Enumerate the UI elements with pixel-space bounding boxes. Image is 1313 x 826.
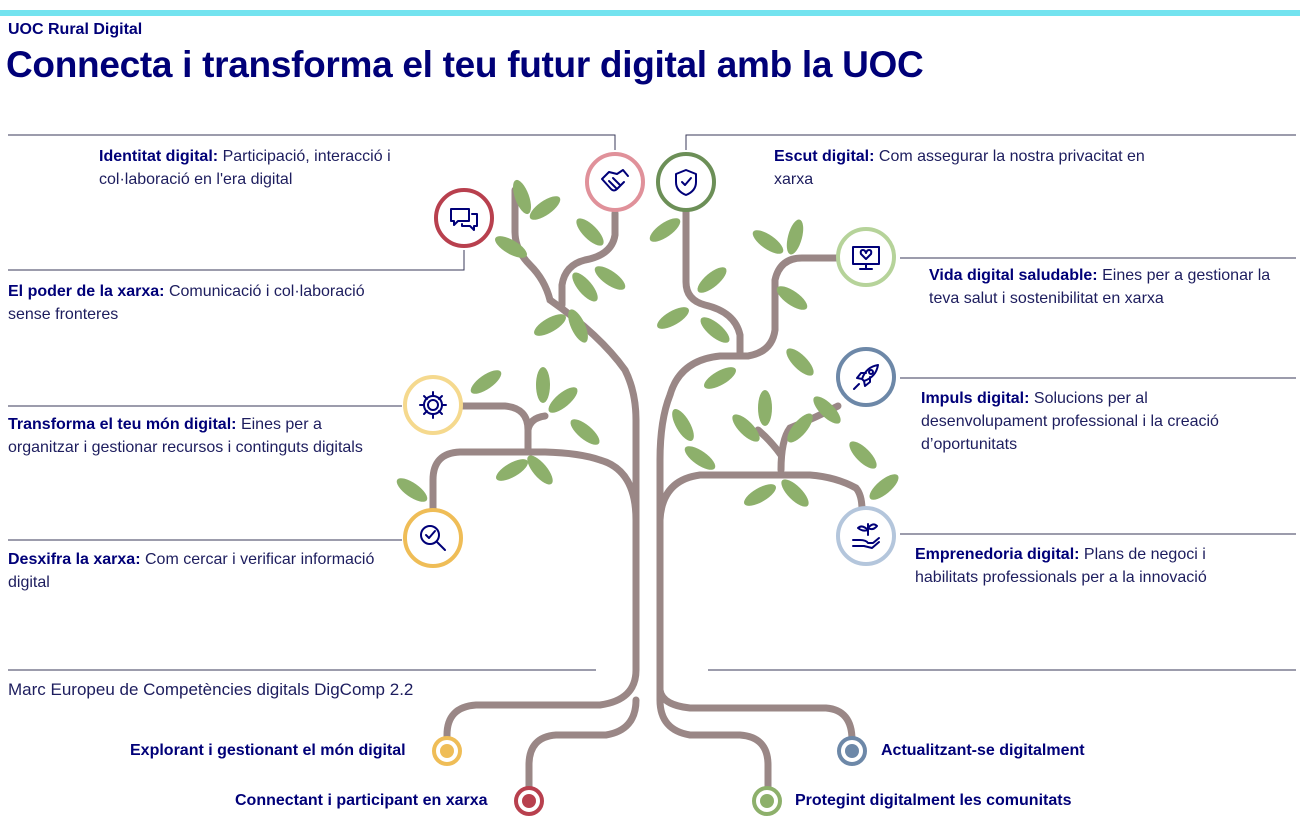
competency-transforma: Transforma el teu món digital: Eines per… (8, 413, 393, 459)
handshake-icon (601, 169, 629, 192)
area-label-protegint: Protegint digitalment les comunitats (795, 792, 1072, 809)
area-label-connectant: Connectant i participant en xarxa (235, 792, 488, 809)
competency-title: Emprenedoria digital: (915, 546, 1080, 563)
competency-title: El poder de la xarxa: (8, 283, 165, 300)
rocket-icon (853, 364, 879, 390)
ring-poder-xarxa (434, 188, 494, 248)
shield-icon (675, 169, 697, 196)
competency-title: Desxifra la xarxa: (8, 551, 141, 568)
tree-branches (429, 186, 866, 804)
ring-emprenedoria (836, 506, 896, 566)
dot-connectant (514, 786, 544, 816)
ring-escut (656, 152, 716, 212)
competency-title: Escut digital: (774, 148, 875, 165)
competency-desc: Solucions per al desenvolupament profess… (921, 390, 1219, 453)
dot-protegint (752, 786, 782, 816)
competency-desc: Eines per a gestionar la teva salut i so… (929, 267, 1271, 307)
area-label-actualitzant: Actualitzant-se digitalment (881, 742, 1085, 759)
competency-impuls: Impuls digital: Solucions per al desenvo… (921, 387, 1241, 456)
competency-desc: Participació, interacció i col·laboració… (99, 148, 391, 188)
page-title: Connecta i transforma el teu futur digit… (6, 44, 924, 85)
competency-desc: Com assegurar la nostra privacitat en xa… (774, 148, 1145, 188)
framework-label: Marc Europeu de Competències digitals Di… (8, 680, 414, 699)
competency-title: Impuls digital: (921, 390, 1030, 407)
competency-title: Transforma el teu món digital: (8, 416, 237, 433)
competency-emprenedoria: Emprenedoria digital: Plans de negoci i … (915, 543, 1245, 589)
competency-poder-xarxa: El poder de la xarxa: Comunicació i col·… (8, 280, 388, 326)
gear-icon (419, 391, 447, 419)
ring-desxifra (403, 508, 463, 568)
connector-lines (8, 134, 1296, 671)
hand-plant-icon (852, 523, 880, 549)
ring-transforma (403, 375, 463, 435)
area-label-explorant: Explorant i gestionant el món digital (130, 742, 406, 759)
accent-bar (0, 10, 1300, 16)
competency-desc: Eines per a organitzar i gestionar recur… (8, 416, 363, 456)
competency-escut: Escut digital: Com assegurar la nostra p… (774, 145, 1154, 191)
competency-vida: Vida digital saludable: Eines per a gest… (929, 264, 1294, 310)
competency-title: Identitat digital: (99, 148, 219, 165)
monitor-heart-icon (852, 246, 880, 270)
competency-desc: Plans de negoci i habilitats professiona… (915, 546, 1207, 586)
brand-label: UOC Rural Digital (8, 21, 143, 38)
dot-actualitzant (837, 736, 867, 766)
magnifier-check-icon (420, 525, 446, 551)
chat-icon (450, 208, 478, 231)
competency-desxifra: Desxifra la xarxa: Com cercar i verifica… (8, 548, 393, 594)
competency-desc: Com cercar i verificar informació digita… (8, 551, 375, 591)
leaves (396, 179, 899, 507)
ring-vida (836, 227, 896, 287)
competency-desc: Comunicació i col·laboració sense fronte… (8, 283, 365, 323)
ring-identitat (585, 152, 645, 212)
competency-identitat: Identitat digital: Participació, interac… (99, 145, 419, 191)
competency-title: Vida digital saludable: (929, 267, 1098, 284)
ring-impuls (836, 347, 896, 407)
dot-explorant (432, 736, 462, 766)
